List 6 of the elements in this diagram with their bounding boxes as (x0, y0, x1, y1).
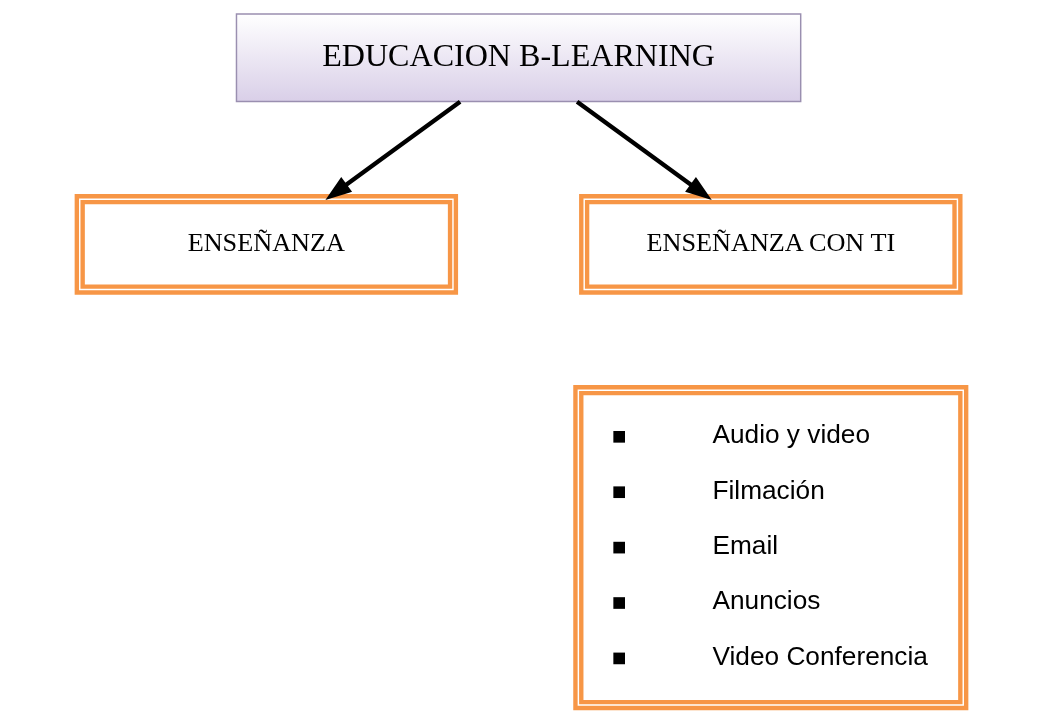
node-box: Audio y video Filmación Email Anuncios Video Conferencia (573, 385, 969, 711)
node-box: EDUCACION B-LEARNING (235, 13, 802, 103)
arrow (575, 100, 712, 200)
arrow (325, 100, 462, 200)
node-box: ENSEÑANZA CON TI (579, 194, 963, 295)
node-box: ENSEÑANZA (74, 194, 459, 295)
